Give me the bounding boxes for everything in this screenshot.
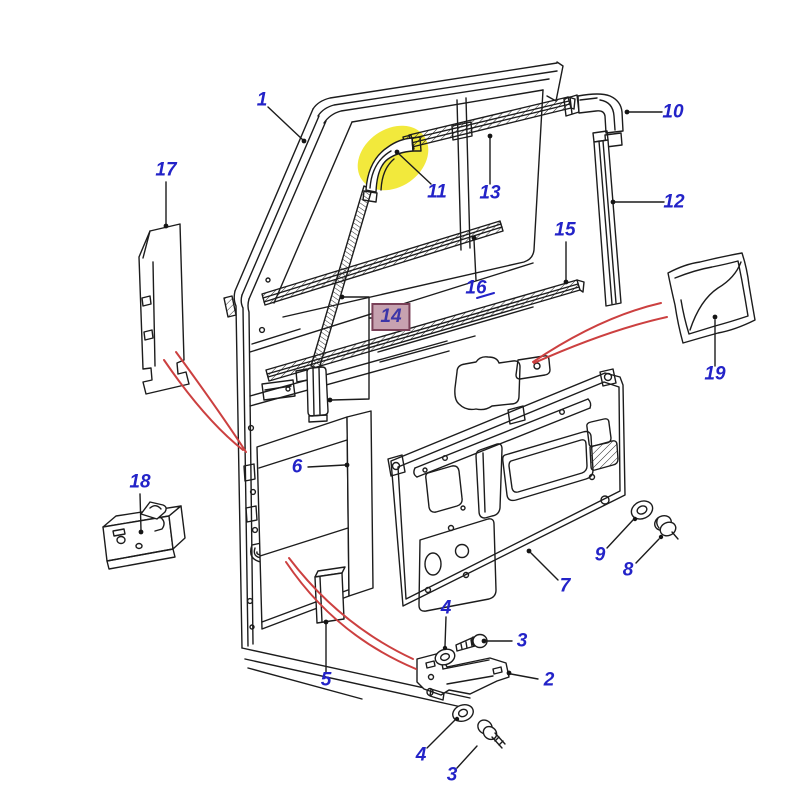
callout-16[interactable]: 16 (465, 277, 487, 299)
part-11-corner-piece (362, 136, 422, 203)
callout-17[interactable]: 17 (155, 159, 177, 181)
part-4-washer-upper (434, 648, 456, 666)
callout-5[interactable]: 5 (320, 669, 332, 691)
callout-11[interactable]: 11 (427, 181, 447, 203)
callout-10[interactable]: 10 (662, 101, 684, 123)
part-13-top-strip (402, 96, 576, 152)
callout-8[interactable]: 8 (622, 559, 634, 581)
callout-9[interactable]: 9 (594, 544, 606, 566)
callout-12[interactable]: 12 (663, 191, 685, 213)
callout-15[interactable]: 15 (554, 219, 576, 241)
callout-14-selected[interactable]: 14 (371, 303, 411, 331)
leader-dots (138, 109, 718, 722)
leader-lines (139, 106, 716, 769)
callout-6[interactable]: 6 (291, 456, 303, 478)
callout-4b[interactable]: 4 (415, 744, 427, 766)
part-8-bolt (654, 515, 679, 540)
part-7-door-casing-panel (387, 368, 626, 612)
callout-4a[interactable]: 4 (440, 597, 452, 619)
callout-1[interactable]: 1 (256, 89, 268, 111)
red-locator-curves (163, 302, 668, 670)
part-6-inner-panel (256, 410, 374, 630)
part-17-hinge-bracket (138, 223, 190, 395)
callout-13[interactable]: 13 (479, 182, 501, 204)
callout-3b[interactable]: 3 (446, 764, 458, 786)
callout-2[interactable]: 2 (543, 669, 555, 691)
callout-3a[interactable]: 3 (516, 630, 528, 652)
part-2-mounting-bracket (416, 652, 510, 701)
part-19-seal-sheet (667, 252, 756, 344)
door-frame (233, 61, 564, 709)
callout-16-underline (476, 292, 495, 299)
part-16-sill-strip (223, 220, 504, 318)
part-3-bolt-lower (477, 719, 506, 749)
part-10-elbow (563, 93, 624, 148)
callout-18[interactable]: 18 (129, 471, 151, 493)
callout-19[interactable]: 19 (704, 363, 726, 385)
part-3-bolt-upper (455, 633, 488, 652)
part-9-washer (630, 500, 654, 520)
part-18-check-bracket (102, 501, 186, 570)
part-14-channel-block (306, 366, 329, 423)
callout-7[interactable]: 7 (559, 575, 571, 597)
part-12-channel-strip (592, 130, 622, 307)
